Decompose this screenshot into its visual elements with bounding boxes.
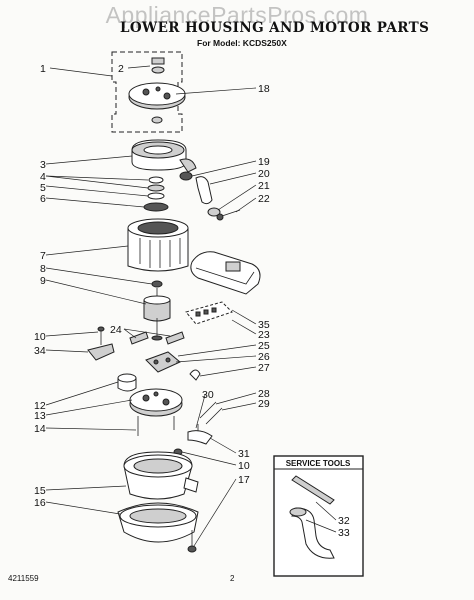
callout-4: 4 bbox=[40, 171, 46, 183]
callout-8: 8 bbox=[40, 263, 46, 275]
terminal-parts bbox=[173, 401, 223, 456]
upper-housing bbox=[131, 139, 197, 212]
lower-end-bell bbox=[117, 373, 183, 436]
callout-22: 22 bbox=[258, 193, 270, 205]
callout-7: 7 bbox=[40, 250, 46, 262]
callout-25: 25 bbox=[258, 340, 270, 352]
callout-16: 16 bbox=[34, 497, 46, 509]
callout-14: 14 bbox=[34, 423, 46, 435]
callout-17: 17 bbox=[238, 474, 250, 486]
callout-1: 1 bbox=[40, 63, 46, 75]
switch-cover bbox=[185, 251, 261, 325]
service-tools-title: SERVICE TOOLS bbox=[286, 459, 351, 468]
model-number: For Model: KCDS250X bbox=[197, 38, 287, 48]
callout-29: 29 bbox=[258, 398, 270, 410]
callout-21: 21 bbox=[258, 180, 270, 192]
callout-numbers: 1 2 3 4 5 6 7 8 9 10 34 24 12 13 14 15 1… bbox=[34, 63, 350, 539]
page-title: LOWER HOUSING AND MOTOR PARTS bbox=[120, 20, 430, 36]
callout-18: 18 bbox=[258, 83, 270, 95]
callout-5: 5 bbox=[40, 182, 46, 194]
discharge-elbow bbox=[179, 171, 241, 221]
callout-6: 6 bbox=[40, 193, 46, 205]
callout-32: 32 bbox=[338, 515, 350, 527]
callout-33: 33 bbox=[338, 527, 350, 539]
callout-15: 15 bbox=[34, 485, 46, 497]
assembly-1-dashed-box bbox=[111, 51, 186, 133]
callout-20: 20 bbox=[258, 168, 270, 180]
callout-28: 28 bbox=[258, 388, 270, 400]
callout-3: 3 bbox=[40, 159, 46, 171]
callout-24: 24 bbox=[110, 324, 122, 336]
callout-10-lower: 10 bbox=[238, 460, 250, 472]
callout-26: 26 bbox=[258, 351, 270, 363]
leader-lines bbox=[45, 65, 337, 547]
callout-9: 9 bbox=[40, 275, 46, 287]
callout-10: 10 bbox=[34, 331, 46, 343]
callout-31: 31 bbox=[238, 448, 250, 460]
callout-19: 19 bbox=[258, 156, 270, 168]
callout-27: 27 bbox=[258, 362, 270, 374]
callout-30: 30 bbox=[202, 389, 214, 401]
motor-rotor bbox=[143, 280, 171, 341]
motor-stator bbox=[127, 218, 189, 272]
lower-housing bbox=[117, 451, 199, 553]
callout-13: 13 bbox=[34, 410, 46, 422]
callout-34: 34 bbox=[34, 345, 46, 357]
page-number: 2 bbox=[230, 574, 235, 583]
screws-and-brackets bbox=[87, 326, 185, 361]
callout-12: 12 bbox=[34, 400, 46, 412]
switch-block bbox=[145, 351, 201, 381]
service-tools-box: SERVICE TOOLS bbox=[273, 455, 364, 577]
callout-2: 2 bbox=[118, 63, 124, 75]
callout-23: 23 bbox=[258, 329, 270, 341]
callout-35: 35 bbox=[258, 319, 270, 331]
document-part-number: 4211559 bbox=[8, 574, 39, 583]
